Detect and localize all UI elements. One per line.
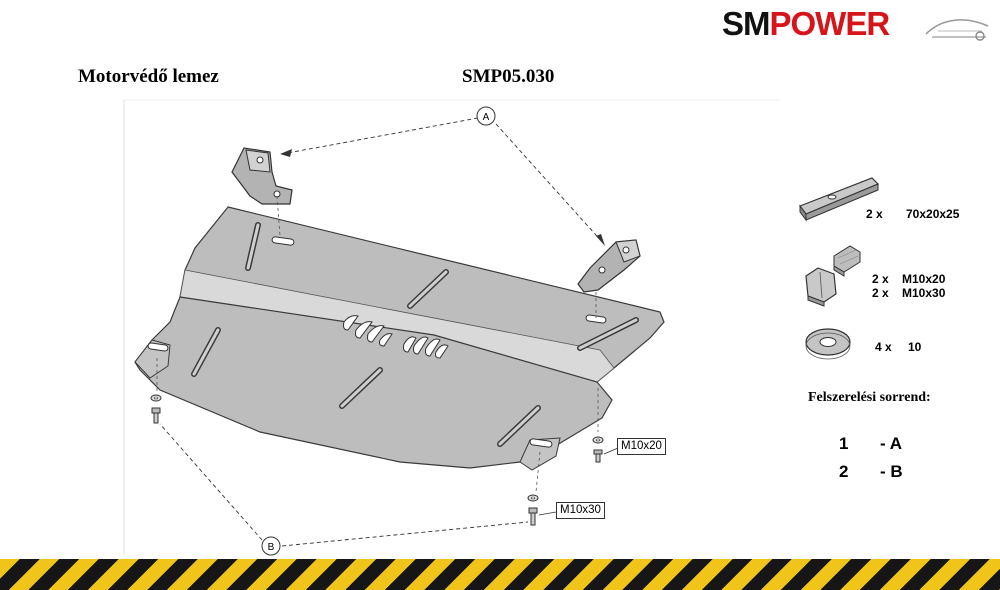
callout-m10x30: M10x30 — [556, 502, 605, 519]
washer-bolt-center — [527, 494, 539, 526]
part-bolt30-qty: 2 x — [872, 286, 889, 300]
car-swoosh-icon — [925, 19, 989, 41]
washer-bolt-left — [150, 394, 162, 424]
callout-a-circle — [476, 106, 496, 126]
part-bolt30-spec: M10x30 — [902, 286, 946, 300]
leader-b-left — [159, 423, 263, 541]
washer-icon — [805, 328, 851, 360]
assembly-order-title: Felszerelési sorrend: — [808, 390, 931, 405]
callout-b-circle — [261, 536, 281, 556]
assembly-step-2-label: - B — [880, 462, 903, 481]
product-code: SMP05.030 — [462, 66, 555, 87]
product-name: Motorvédő lemez — [78, 66, 219, 87]
assembly-step-1-label: - A — [880, 434, 903, 453]
leader-b-right — [281, 521, 529, 547]
part-bolt20-qty: 2 x — [872, 272, 889, 286]
logo-power: POWER — [769, 5, 891, 42]
callout-b-label: B — [268, 542, 275, 553]
logo-sm: SM — [722, 5, 770, 42]
skid-plate — [134, 206, 665, 471]
assembly-step-2-num: 2 — [839, 462, 849, 481]
part-washer-qty: 4 x — [875, 340, 892, 354]
washer-bolt-right — [592, 436, 604, 463]
part-bolt20-spec: M10x20 — [902, 272, 946, 286]
callout-a-label: A — [483, 112, 490, 123]
leader-a-left — [281, 117, 479, 155]
brand-logo: SMPOWER — [722, 6, 994, 46]
part-plate-spec: 70x20x25 — [906, 207, 960, 221]
callout-m10x20: M10x20 — [617, 438, 666, 455]
bracket-right — [577, 239, 641, 293]
part-washer-spec: 10 — [908, 340, 922, 354]
leader-a-right — [495, 123, 605, 245]
hazard-stripe — [0, 559, 1000, 590]
plate-70x20x25-icon — [799, 177, 880, 222]
part-plate-qty: 2 x — [866, 207, 883, 221]
bolt-icon — [805, 245, 861, 307]
assembly-step-1-num: 1 — [839, 434, 849, 453]
bracket-left — [231, 147, 293, 205]
